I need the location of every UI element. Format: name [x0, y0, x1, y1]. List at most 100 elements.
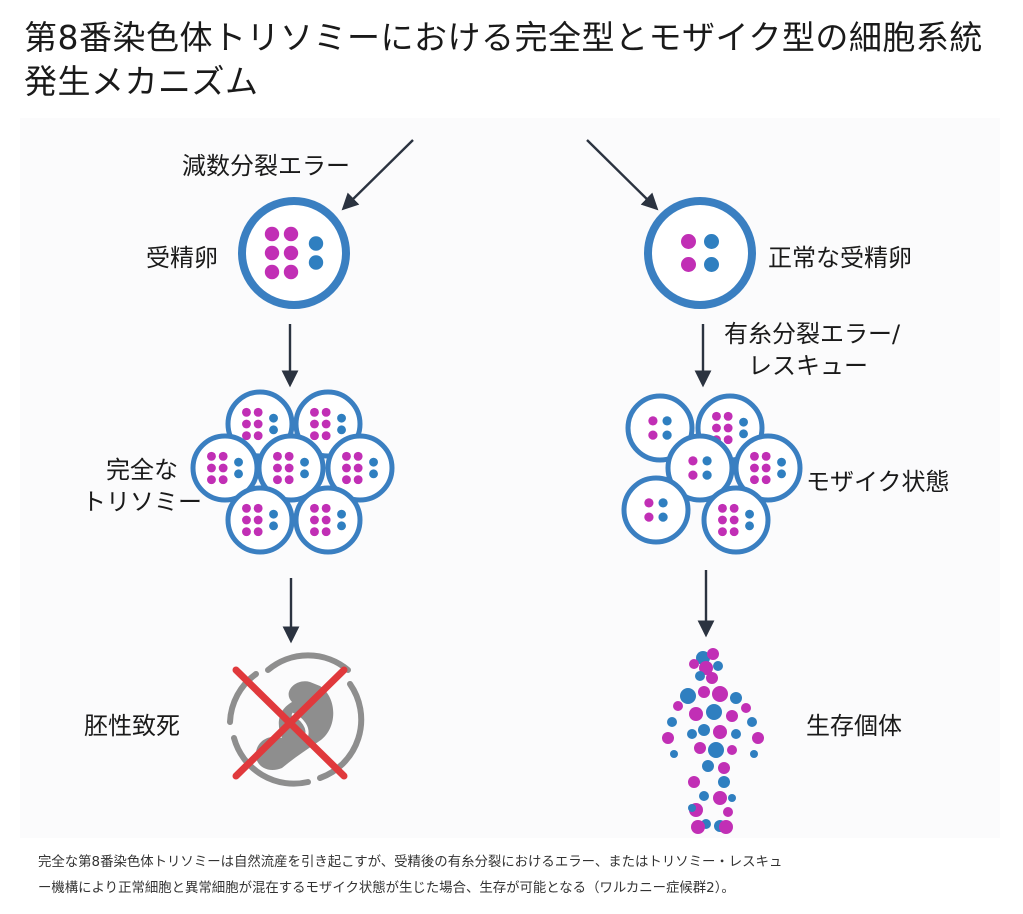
arrow-to-normal-zygote: [586, 139, 659, 211]
trisomic-chromosome-dot: [242, 503, 251, 513]
normal-chromosome-dot: [702, 470, 712, 480]
trisomic-chromosome-dot: [321, 503, 331, 513]
cell-membrane: [665, 433, 735, 503]
trisomic-chromosome-dot: [284, 463, 294, 473]
trisomic-chromosome-dot: [264, 245, 280, 261]
trisomic-chromosome-dot: [273, 475, 282, 485]
label-surviving-individual: 生存個体: [806, 712, 902, 740]
trisomic-chromosome-dot: [688, 456, 698, 466]
trisomic-cell-dot: [691, 820, 705, 834]
label-normal-zygote: 正常な受精卵: [768, 244, 912, 272]
trisomic-chromosome-dot: [218, 475, 228, 485]
trisomic-cell-dot: [713, 725, 727, 739]
trisomic-chromosome-dot: [723, 423, 733, 433]
trisomic-chromosome-dot: [729, 515, 739, 525]
trisomic-chromosome-dot: [761, 463, 771, 473]
trisomic-chromosome-dot: [750, 463, 759, 473]
trisomic-chromosome-dot: [283, 245, 299, 261]
trisomic-chromosome-dot: [321, 419, 331, 429]
normal-chromosome-dot: [739, 429, 748, 439]
trisomic-chromosome-dot: [242, 431, 251, 441]
figure-caption: 完全な第8番染色体トリソミーは自然流産を引き起こすが、受精後の有糸分裂におけるエ…: [38, 850, 988, 902]
trisomic-chromosome-dot: [761, 475, 771, 485]
label-complete-trisomy: 完全な トリソミー: [82, 454, 202, 518]
normal-cell: [665, 433, 735, 503]
normal-chromosome-dot: [269, 509, 278, 519]
trisomic-chromosome-dot: [242, 527, 251, 537]
normal-chromosome-dot: [300, 457, 309, 467]
trisomic-chromosome-dot: [729, 503, 739, 513]
trisomic-chromosome-dot: [342, 451, 351, 461]
trisomic-chromosome-dot: [242, 419, 251, 429]
trisomic-chromosome-dot: [284, 475, 294, 485]
trisomic-chromosome-dot: [648, 416, 658, 426]
trisomic-cell-dot: [689, 659, 699, 669]
trisomic-chromosome-dot: [218, 451, 228, 461]
normal-chromosome-dot: [337, 413, 346, 423]
uterus-arc-right: [317, 681, 365, 781]
trisomic-chromosome-dot: [242, 515, 251, 525]
trisomic-chromosome-dot: [723, 411, 733, 421]
normal-cell-dot: [728, 794, 736, 802]
normal-cell-dot: [702, 760, 714, 772]
trisomic-cell: [325, 433, 395, 503]
surviving-individual-icon: [662, 648, 764, 834]
trisomic-cell-dot: [706, 672, 718, 684]
normal-chromosome-dot: [369, 469, 378, 479]
trisomic-cell: [293, 485, 363, 555]
trisomic-cell-dot: [741, 703, 751, 713]
normal-cell-dot: [688, 804, 696, 812]
trisomic-chromosome-dot: [353, 451, 363, 461]
normal-chromosome-dot: [739, 417, 748, 427]
trisomic-chromosome-dot: [207, 463, 216, 473]
cross-line-2: [232, 666, 348, 780]
trisomic-chromosome-dot: [253, 419, 263, 429]
label-embryonic-lethal: 胚性致死: [84, 712, 180, 740]
trisomic-cell: [225, 485, 295, 555]
trisomic-cell-dot: [698, 686, 710, 698]
normal-chromosome-dot: [337, 509, 346, 519]
trisomic-chromosome-dot: [321, 407, 331, 417]
trisomic-chromosome-dot: [310, 431, 319, 441]
caption-line-1: 完全な第8番染色体トリソミーは自然流産を引き起こすが、受精後の有糸分裂におけるエ…: [38, 855, 783, 870]
label-mitotic-error-line-2: レスキュー: [748, 352, 868, 380]
uterus-arc-left: [227, 671, 259, 725]
page-title-line-1: 第8番染色体トリソミーにおける完全型とモザイク型の細胞系統: [24, 18, 983, 57]
trisomic-chromosome-dot: [342, 475, 351, 485]
abnormal-zygote-cell: [238, 197, 350, 309]
normal-zygote-cell: [644, 197, 756, 309]
normal-chromosome-dot: [662, 416, 672, 426]
trisomic-chromosome-dot: [253, 407, 263, 417]
normal-chromosome-dot: [658, 512, 668, 522]
normal-chromosome-dot: [234, 469, 243, 479]
trisomic-chromosome-dot: [729, 527, 739, 537]
trisomic-chromosome-dot: [253, 503, 263, 513]
uterus-arc-top: [265, 652, 351, 673]
trisomic-chromosome-dot: [207, 451, 216, 461]
normal-chromosome-dot: [269, 425, 278, 435]
trisomic-chromosome-dot: [681, 257, 696, 272]
trisomic-chromosome-dot: [321, 527, 331, 537]
label-mitotic-error: 有糸分裂エラー/ レスキュー: [724, 318, 900, 382]
trisomic-chromosome-dot: [207, 475, 216, 485]
trisomic-cell-dot: [662, 732, 674, 744]
trisomic-chromosome-dot: [218, 463, 228, 473]
normal-chromosome-dot: [745, 521, 754, 531]
page-title: 第8番染色体トリソミーにおける完全型とモザイク型の細胞系統 発生メカニズム: [24, 16, 999, 104]
trisomic-chromosome-dot: [353, 463, 363, 473]
normal-cell-dot: [747, 717, 757, 727]
normal-cell-dot: [750, 750, 758, 758]
trisomic-chromosome-dot: [253, 527, 263, 537]
trisomic-chromosome-dot: [718, 515, 727, 525]
normal-chromosome-dot: [777, 457, 786, 467]
normal-cell-dot: [670, 750, 678, 758]
normal-chromosome-dot: [702, 456, 712, 466]
normal-chromosome-dot: [658, 498, 668, 508]
trisomic-chromosome-dot: [342, 463, 351, 473]
trisomic-chromosome-dot: [761, 451, 771, 461]
caption-line-2: ー機構により正常細胞と異常細胞が混在するモザイク状態が生じた場合、生存が可能とな…: [38, 881, 735, 896]
trisomic-chromosome-dot: [310, 419, 319, 429]
normal-cell-dot: [699, 791, 709, 801]
trisomic-chromosome-dot: [253, 431, 263, 441]
trisomic-cell-dot: [694, 742, 706, 754]
